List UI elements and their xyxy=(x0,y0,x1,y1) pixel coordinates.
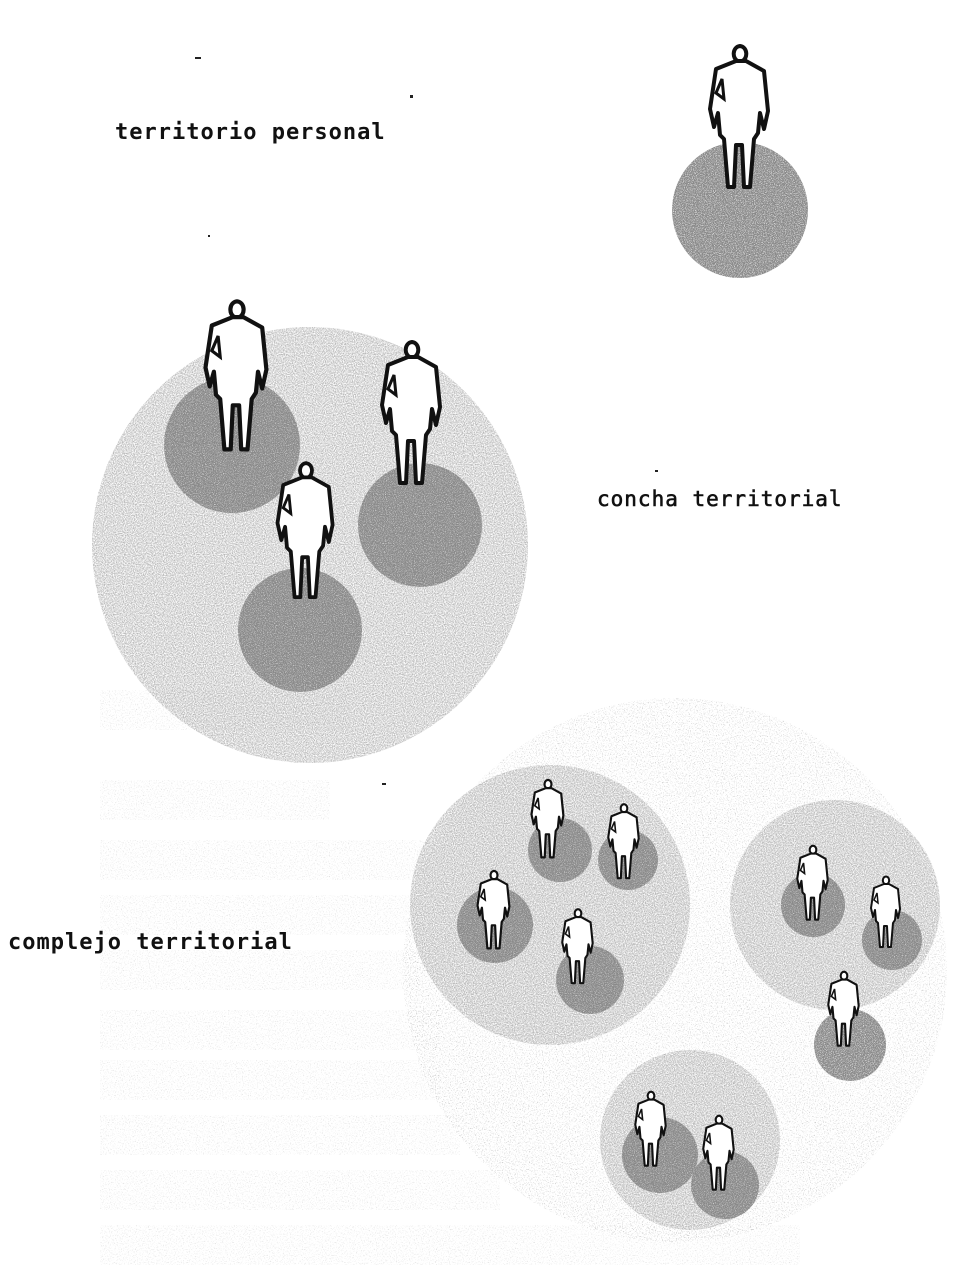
territorial-shell xyxy=(92,301,528,763)
label-personal-territory: territorio personal xyxy=(115,120,386,145)
personal-disc xyxy=(556,946,624,1014)
personal-territory-disc xyxy=(672,142,808,278)
territorial-complex xyxy=(403,698,947,1242)
personal-territory xyxy=(672,46,808,278)
label-territorial-shell: concha territorial xyxy=(597,487,843,511)
label-territorial-complex: complejo territorial xyxy=(8,930,293,955)
